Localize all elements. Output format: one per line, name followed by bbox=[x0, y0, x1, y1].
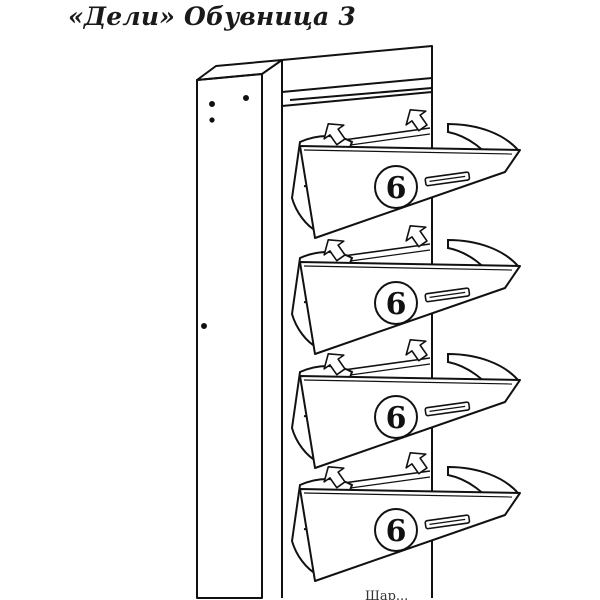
tilt-drawer: 6 bbox=[290, 109, 521, 239]
drawer-front-edge bbox=[303, 492, 513, 498]
tilt-drawer: 6 bbox=[290, 452, 521, 582]
tilt-drawer: 6 bbox=[290, 225, 521, 355]
callout-number: 6 bbox=[386, 171, 407, 206]
screw-hole bbox=[243, 95, 249, 101]
callout-circle bbox=[374, 281, 418, 325]
handle-icon bbox=[424, 287, 471, 303]
assembly-arrow-icon bbox=[405, 225, 428, 248]
drawer-front-edge bbox=[303, 265, 513, 271]
handle-groove bbox=[429, 405, 466, 412]
assembly-arrow-icon bbox=[323, 466, 346, 489]
handle-icon bbox=[424, 171, 471, 187]
arrow-shape bbox=[323, 239, 346, 262]
arrow-shape bbox=[323, 466, 346, 489]
callout-number: 6 bbox=[386, 401, 407, 436]
part-callout: 6 bbox=[374, 395, 418, 439]
arrow-shape bbox=[405, 339, 428, 362]
assembly-arrow-icon bbox=[323, 353, 346, 376]
assembly-arrow-icon bbox=[405, 452, 428, 475]
callout-circle bbox=[374, 395, 418, 439]
assembly-arrow-icon bbox=[323, 123, 346, 146]
handle-icon bbox=[424, 514, 471, 530]
diagram-title: «Дели» Обувница 3 bbox=[68, 2, 356, 31]
part-callout: 6 bbox=[374, 165, 418, 209]
assembly-arrow-icon bbox=[405, 109, 428, 132]
callout-number: 6 bbox=[386, 287, 407, 322]
drawer-front-edge bbox=[303, 149, 513, 155]
arrow-shape bbox=[405, 452, 428, 475]
handle-groove bbox=[429, 518, 466, 525]
tilt-drawer: 6 bbox=[290, 339, 521, 469]
handle-icon bbox=[424, 401, 471, 417]
handle-groove bbox=[429, 175, 466, 182]
handle-groove bbox=[429, 291, 466, 298]
arrow-shape bbox=[323, 353, 346, 376]
callout-circle bbox=[374, 165, 418, 209]
assembly-arrow-icon bbox=[323, 239, 346, 262]
part-callout: 6 bbox=[374, 508, 418, 552]
arrow-shape bbox=[323, 123, 346, 146]
tilt-drawers: 6 6 6 6 bbox=[290, 109, 521, 582]
screw-hole bbox=[209, 101, 215, 107]
drawer-front-edge bbox=[303, 379, 513, 385]
part-callout: 6 bbox=[374, 281, 418, 325]
top-shelf bbox=[281, 77, 433, 107]
top-shelf-back bbox=[289, 87, 433, 101]
callout-circle bbox=[374, 508, 418, 552]
arrow-shape bbox=[405, 225, 428, 248]
arrow-shape bbox=[405, 109, 428, 132]
left-side-panel bbox=[196, 73, 263, 599]
assembly-arrow-icon bbox=[405, 339, 428, 362]
footnote-text: Шар... bbox=[365, 589, 408, 600]
callout-number: 6 bbox=[386, 514, 407, 549]
screw-hole bbox=[209, 117, 215, 123]
cabinet-top-edge bbox=[196, 59, 283, 81]
screw-hole bbox=[201, 323, 207, 329]
